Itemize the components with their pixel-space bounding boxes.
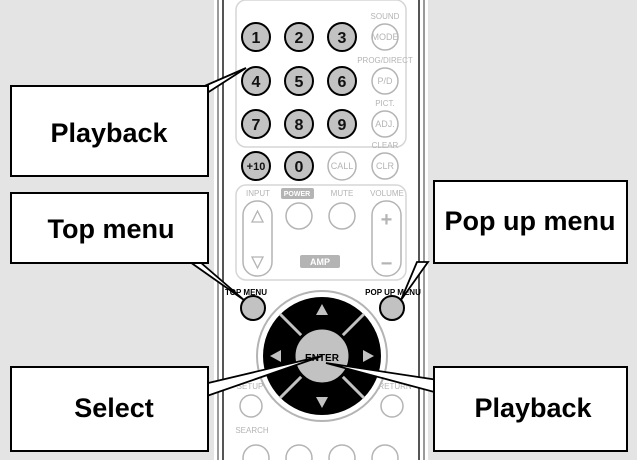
- function-column: SOUND MODE PROG/DIRECT P/D PICT. ADJ. CL…: [357, 12, 413, 180]
- clear-label: CLEAR: [372, 141, 399, 150]
- callout-playback-top: Playback: [10, 85, 209, 177]
- pop-up-menu-button[interactable]: [379, 295, 405, 321]
- key-3[interactable]: 3: [327, 22, 357, 52]
- call-button[interactable]: CALL: [327, 151, 357, 181]
- input-label: INPUT: [246, 189, 270, 198]
- svg-text:Select: Select: [74, 393, 154, 423]
- mute-label: MUTE: [331, 189, 354, 198]
- mode-button[interactable]: MODE: [371, 23, 399, 51]
- plus-icon: +: [381, 209, 393, 231]
- callout-pop-up-menu: Pop up menu: [433, 180, 628, 264]
- pict-label: PICT.: [375, 99, 395, 108]
- svg-text:CALL: CALL: [331, 161, 354, 171]
- svg-text:+10: +10: [247, 161, 266, 173]
- key-8[interactable]: 8: [284, 109, 314, 139]
- amp-section: INPUT POWER MUTE VOLUME + − AMP: [242, 188, 404, 277]
- input-rocker[interactable]: [242, 200, 273, 277]
- key-0[interactable]: 0: [284, 151, 314, 181]
- key-6[interactable]: 6: [327, 66, 357, 96]
- callout-top-menu: Top menu: [10, 192, 209, 264]
- sound-label: SOUND: [371, 12, 400, 21]
- up-triangle-icon: [250, 209, 265, 223]
- top-menu-button[interactable]: [240, 295, 266, 321]
- amp-label-box: [300, 255, 340, 268]
- key-4[interactable]: 4: [241, 66, 271, 96]
- svg-text:4: 4: [252, 74, 261, 91]
- minus-icon: −: [381, 253, 393, 275]
- up-arrow-icon[interactable]: [316, 304, 328, 315]
- key-2[interactable]: 2: [284, 22, 314, 52]
- svg-text:3: 3: [338, 30, 347, 47]
- svg-text:Playback: Playback: [474, 393, 592, 423]
- svg-text:9: 9: [338, 117, 347, 134]
- return-button[interactable]: [380, 394, 404, 418]
- svg-text:8: 8: [295, 117, 304, 134]
- key-5[interactable]: 5: [284, 66, 314, 96]
- search-label: SEARCH: [235, 426, 269, 435]
- key-1[interactable]: 1: [241, 22, 271, 52]
- svg-text:6: 6: [338, 74, 347, 91]
- key-plus10[interactable]: +10: [241, 151, 271, 181]
- svg-text:ENTER: ENTER: [305, 353, 340, 364]
- svg-text:7: 7: [252, 117, 261, 134]
- top-menu-label: TOP MENU: [225, 288, 267, 297]
- key-9[interactable]: 9: [327, 109, 357, 139]
- svg-text:ADJ.: ADJ.: [375, 119, 395, 129]
- volume-rocker[interactable]: + −: [371, 200, 402, 277]
- callout-leaders: [187, 67, 439, 399]
- search-button[interactable]: [242, 444, 270, 460]
- callout-playback-bottom: Playback: [433, 366, 628, 452]
- left-arrow-icon[interactable]: [270, 350, 281, 362]
- amp-label: AMP: [310, 257, 330, 267]
- svg-text:2: 2: [295, 30, 304, 47]
- svg-text:1: 1: [252, 30, 261, 47]
- pop-up-menu-label: POP UP MENU: [365, 288, 421, 297]
- key-7[interactable]: 7: [241, 109, 271, 139]
- power-button[interactable]: [285, 202, 313, 230]
- svg-text:5: 5: [295, 74, 304, 91]
- down-arrow-icon[interactable]: [316, 397, 328, 408]
- pd-button[interactable]: P/D: [371, 67, 399, 95]
- bottom-row-buttons: [242, 444, 399, 460]
- bottom-button-4[interactable]: [371, 444, 399, 460]
- mute-button[interactable]: [328, 202, 356, 230]
- down-triangle-icon: [250, 256, 265, 270]
- svg-text:Playback: Playback: [50, 118, 168, 148]
- svg-text:MODE: MODE: [372, 32, 399, 42]
- bottom-button-2[interactable]: [285, 444, 313, 460]
- svg-text:0: 0: [295, 159, 304, 176]
- svg-text:CLR: CLR: [376, 161, 395, 171]
- callout-select: Select: [10, 366, 209, 452]
- number-keypad: 1 2 3 4 5 6 7 8 9 +10 0 CALL: [241, 22, 357, 181]
- clr-button[interactable]: CLR: [371, 152, 399, 180]
- adj-button[interactable]: ADJ.: [371, 110, 399, 138]
- setup-button[interactable]: [239, 394, 263, 418]
- volume-label: VOLUME: [370, 189, 404, 198]
- prog-direct-label: PROG/DIRECT: [357, 56, 413, 65]
- power-label: POWER: [284, 191, 310, 198]
- power-label-box: [281, 188, 314, 199]
- svg-text:Top menu: Top menu: [48, 214, 175, 244]
- svg-text:Pop up menu: Pop up menu: [445, 206, 616, 236]
- return-label: RETURN: [378, 382, 412, 391]
- setup-label: SETUP: [237, 382, 264, 391]
- bottom-button-3[interactable]: [328, 444, 356, 460]
- svg-text:P/D: P/D: [377, 76, 393, 86]
- right-arrow-icon[interactable]: [363, 350, 374, 362]
